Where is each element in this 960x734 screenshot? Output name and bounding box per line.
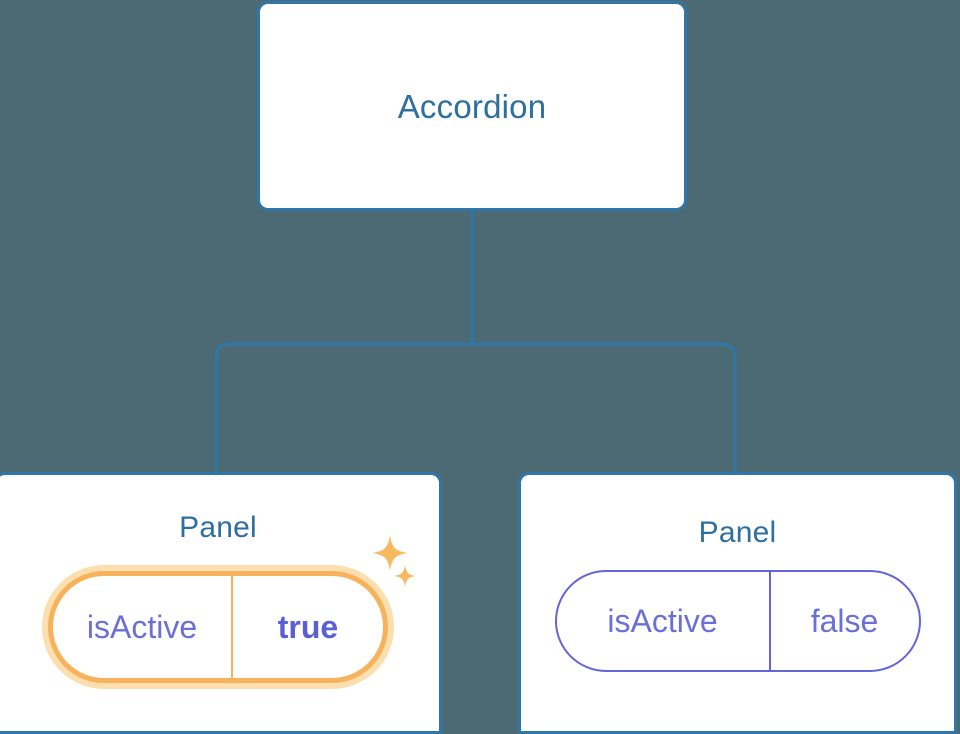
prop-key: isActive bbox=[607, 603, 718, 639]
prop-value: true bbox=[231, 576, 383, 678]
node-panel-active[interactable]: Panel isActive true bbox=[0, 472, 442, 734]
prop-pill-active[interactable]: isActive true bbox=[48, 571, 388, 683]
node-accordion-title: Accordion bbox=[397, 87, 547, 125]
node-accordion[interactable]: Accordion bbox=[257, 1, 687, 211]
sparkle-icon bbox=[372, 535, 408, 571]
node-panel-active-title: Panel bbox=[179, 511, 257, 544]
node-panel-inactive-title: Panel bbox=[698, 516, 777, 549]
prop-pill-highlight-ring: isActive true bbox=[42, 565, 394, 689]
node-panel-inactive[interactable]: Panel isActive false bbox=[518, 472, 957, 734]
sparkle-icon bbox=[394, 565, 416, 587]
connector-branch bbox=[214, 342, 737, 472]
prop-row-active: isActive true bbox=[42, 535, 416, 689]
prop-value: false bbox=[768, 572, 919, 670]
prop-pill-inactive[interactable]: isActive false bbox=[554, 570, 921, 672]
prop-row-inactive: isActive false bbox=[554, 570, 921, 672]
prop-key: isActive bbox=[86, 609, 198, 645]
